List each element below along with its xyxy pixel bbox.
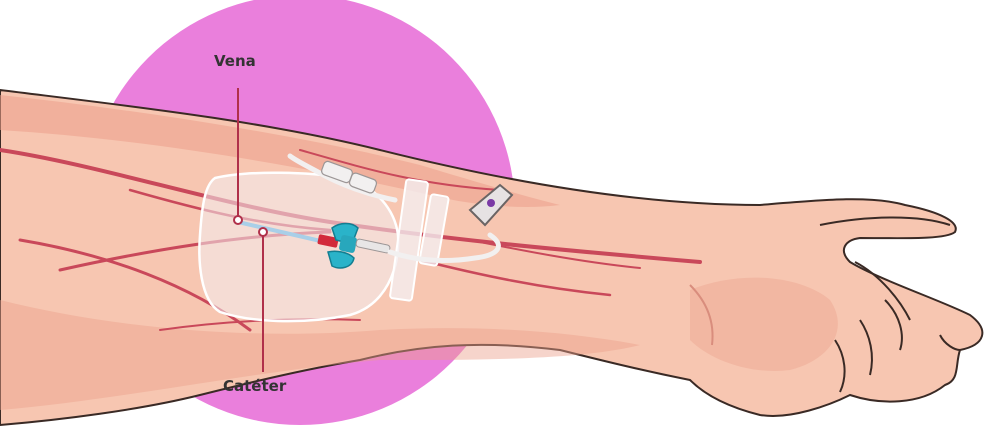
vein-label: Vena bbox=[214, 52, 256, 70]
clear-dressing bbox=[199, 173, 449, 321]
catheter-label: Catéter bbox=[223, 377, 286, 395]
